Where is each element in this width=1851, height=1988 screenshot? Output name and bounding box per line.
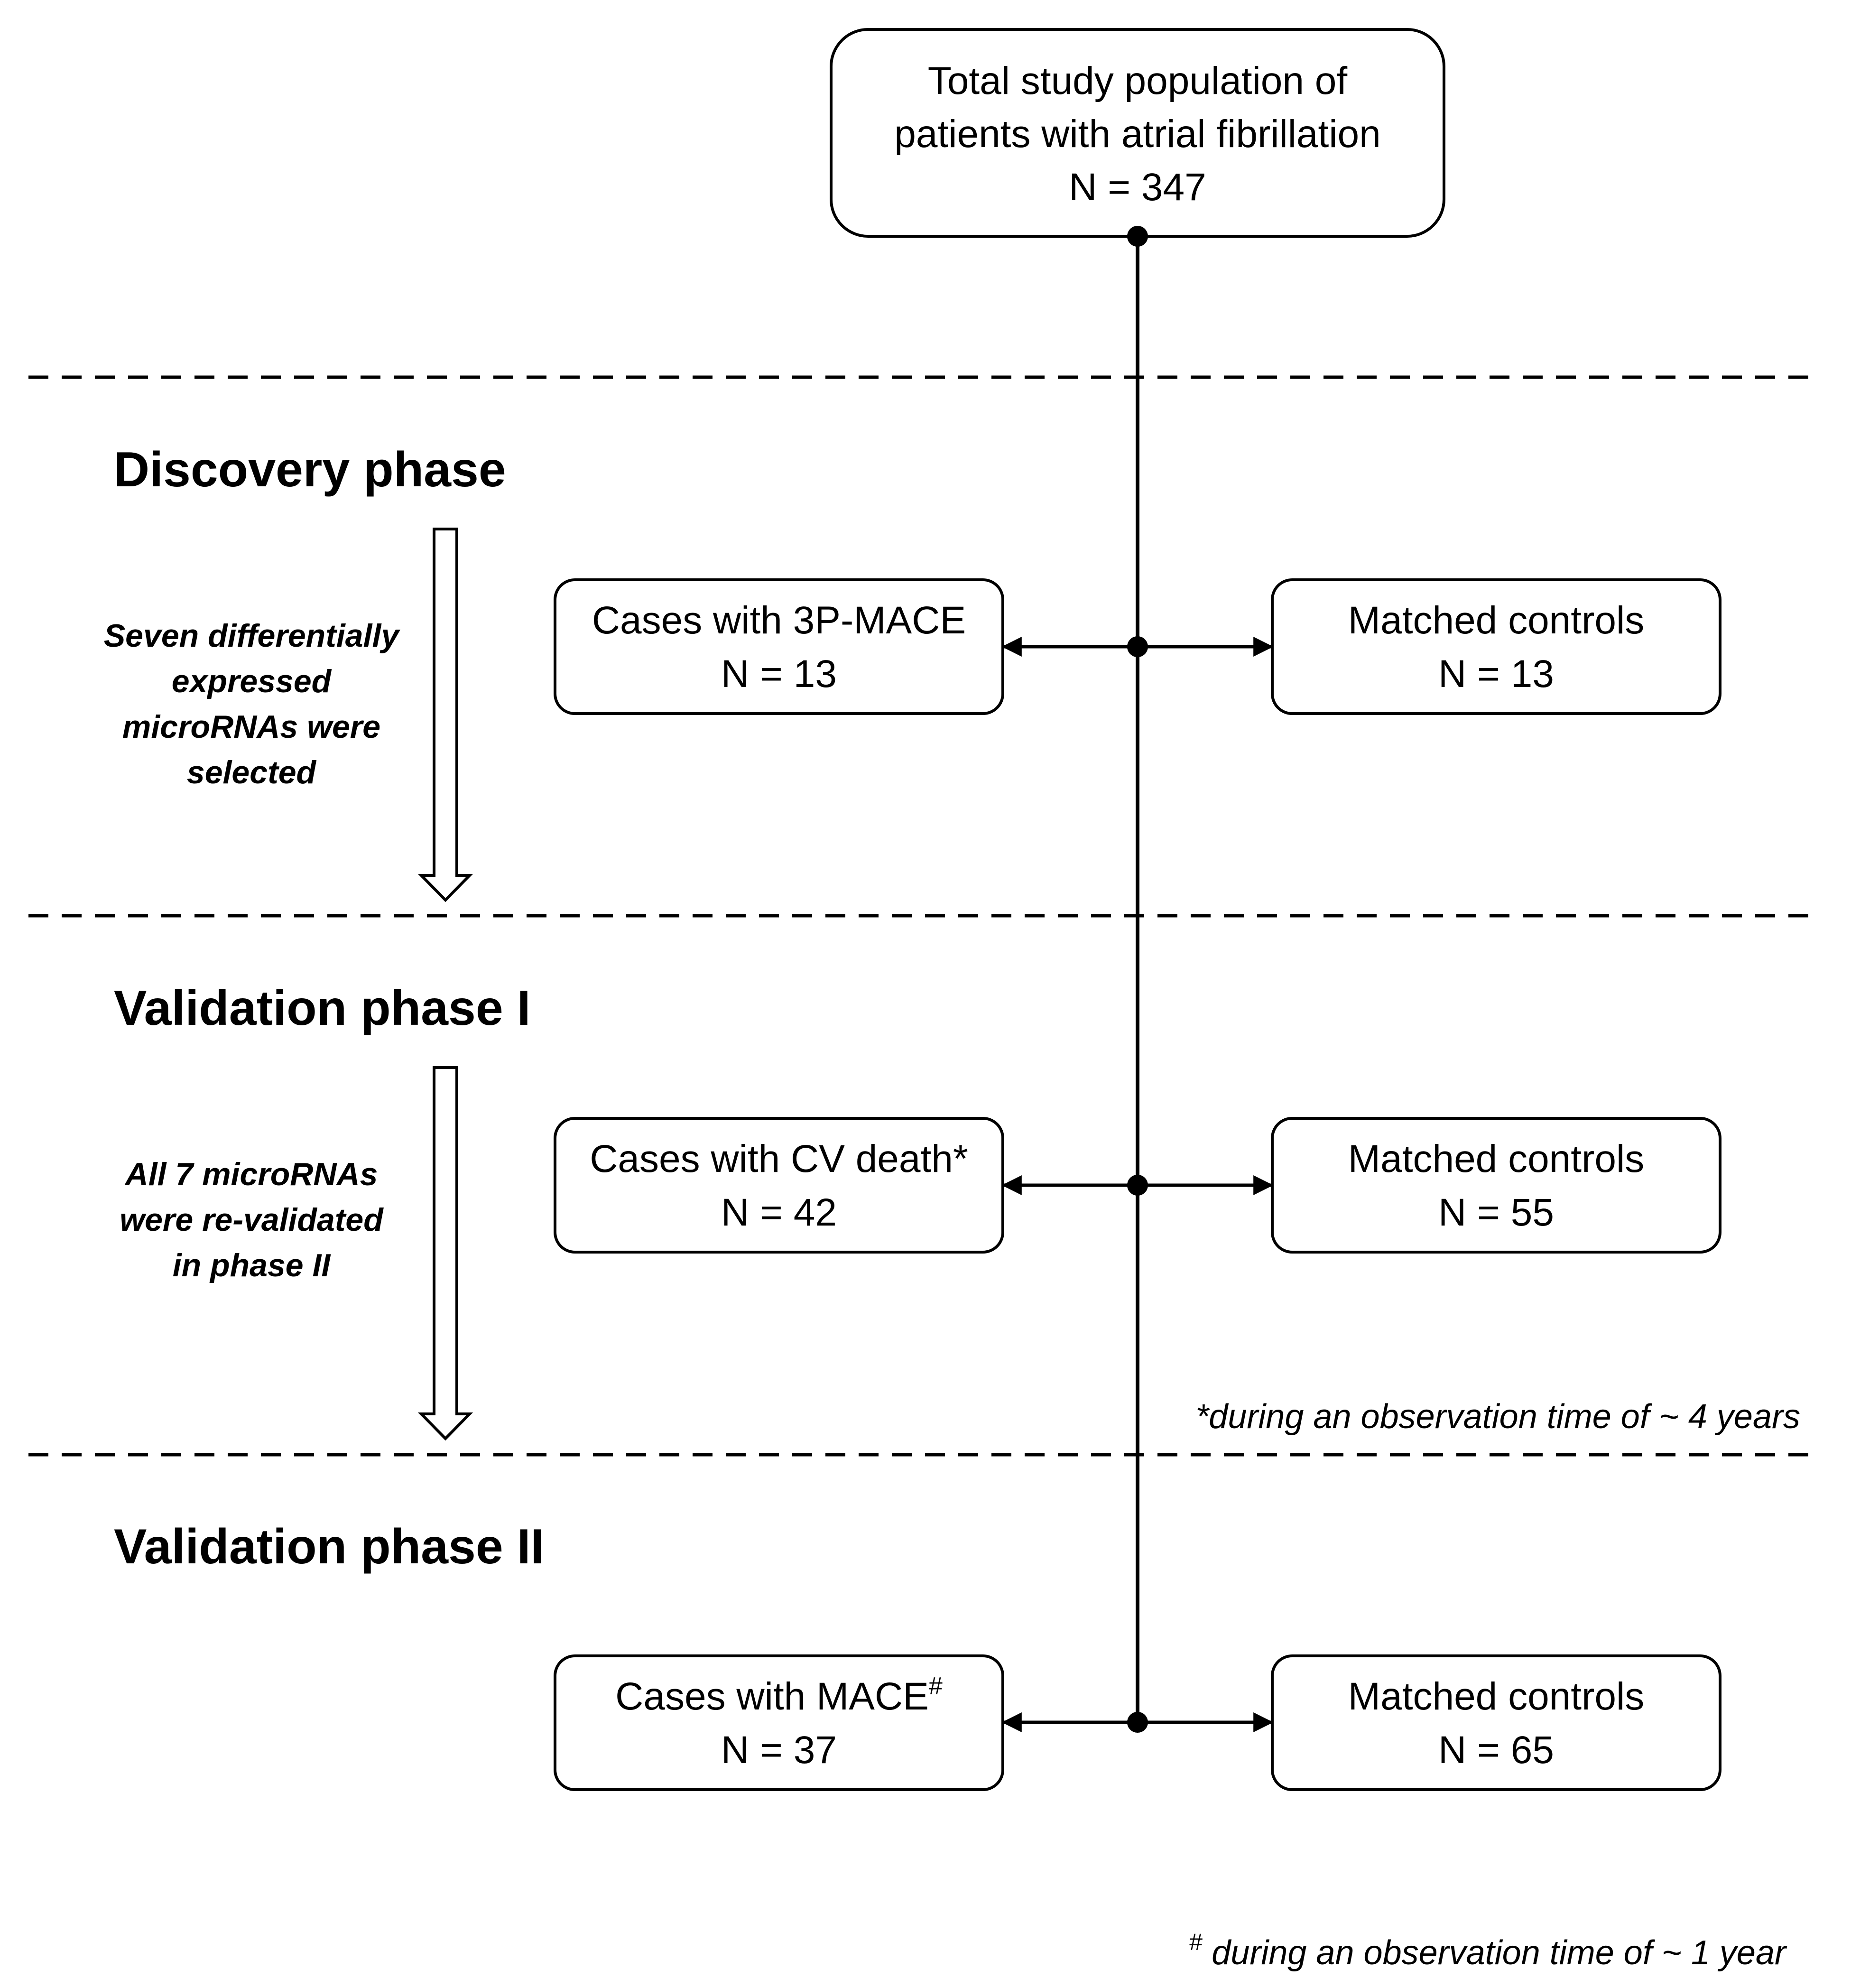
validation-1-hollow-down-arrow (417, 1066, 473, 1441)
discovery-hollow-down-arrow (417, 528, 473, 902)
total-population-line-1: Total study population of (928, 59, 1348, 102)
trunk-start-dot (1127, 226, 1148, 247)
total-population-line-2: patients with atrial fibrillation (894, 112, 1380, 156)
validation-2-cases-count: N = 37 (721, 1728, 837, 1772)
validation-2-controls-count: N = 65 (1438, 1728, 1554, 1772)
discovery-junction-dot (1127, 636, 1148, 657)
footnote-mace-mark: # (1189, 1929, 1203, 1955)
discovery-note-line-2: expressed (172, 663, 332, 699)
validation-1-note-line-3: in phase II (173, 1247, 332, 1283)
discovery-phase-title: Discovery phase (114, 442, 506, 497)
validation-2-controls-label: Matched controls (1348, 1675, 1644, 1718)
validation-1-note-line-2: were re-validated (120, 1202, 384, 1238)
discovery-cases-count: N = 13 (721, 652, 837, 696)
validation-phase-1-title: Validation phase I (114, 981, 530, 1036)
discovery-note-line-4: selected (187, 754, 317, 790)
validation-1-cases-label: Cases with CV death* (590, 1137, 968, 1180)
validation-2-junction-dot (1127, 1712, 1148, 1733)
discovery-controls-label: Matched controls (1348, 599, 1644, 642)
validation-2-cases-label: Cases with MACE# (615, 1672, 943, 1718)
validation-2-cases-label-superscript: # (929, 1672, 943, 1700)
validation-1-note-line-1: All 7 microRNAs (124, 1156, 378, 1192)
validation-1-controls-count: N = 55 (1438, 1191, 1554, 1234)
validation-2-cases-label-text: Cases with MACE (615, 1675, 929, 1718)
footnote-cv-death: *during an observation time of ~ 4 years (1195, 1398, 1800, 1436)
validation-1-controls-label: Matched controls (1348, 1137, 1644, 1180)
validation-1-junction-dot (1127, 1175, 1148, 1196)
discovery-cases-label: Cases with 3P-MACE (592, 599, 966, 642)
discovery-note-line-3: microRNAs were (122, 709, 380, 745)
discovery-note-line-1: Seven differentially (104, 618, 401, 654)
validation-phase-2-title: Validation phase II (114, 1519, 544, 1574)
validation-1-cases-count: N = 42 (721, 1191, 837, 1234)
footnote-mace: # during an observation time of ~ 1 year (1189, 1929, 1787, 1972)
footnote-mace-text: during an observation time of ~ 1 year (1202, 1934, 1787, 1972)
total-population-count: N = 347 (1069, 166, 1206, 209)
discovery-controls-count: N = 13 (1438, 652, 1554, 696)
